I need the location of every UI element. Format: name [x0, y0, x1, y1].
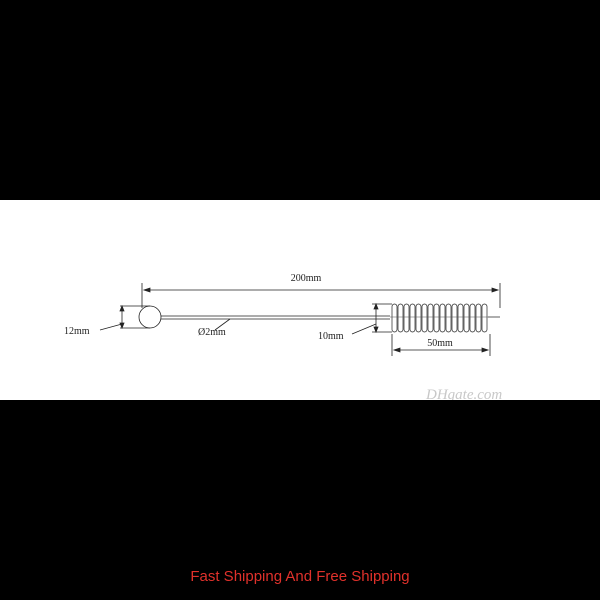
brush-length-label: 50mm: [427, 338, 453, 349]
top-black-band: [0, 0, 600, 200]
wire-shaft: [161, 315, 390, 331]
brush-diameter-label: 10mm: [318, 331, 344, 342]
brush-length-dimension: [391, 334, 491, 356]
brush-dimension-drawing: 200mm 12mm Ø2mm: [64, 273, 502, 400]
handle-diameter-label: 12mm: [64, 326, 90, 337]
bottom-black-band: [0, 400, 600, 600]
wire-diameter-label: Ø2mm: [198, 327, 226, 338]
handle-ball: [99, 304, 162, 331]
watermark: DHgate.com: [425, 387, 502, 400]
total-length-dimension: [141, 283, 501, 308]
brush-diameter-dimension: [351, 302, 392, 335]
total-length-label: 200mm: [291, 273, 322, 284]
shipping-caption: Fast Shipping And Free Shipping: [190, 568, 410, 585]
brush-head: [390, 303, 500, 333]
